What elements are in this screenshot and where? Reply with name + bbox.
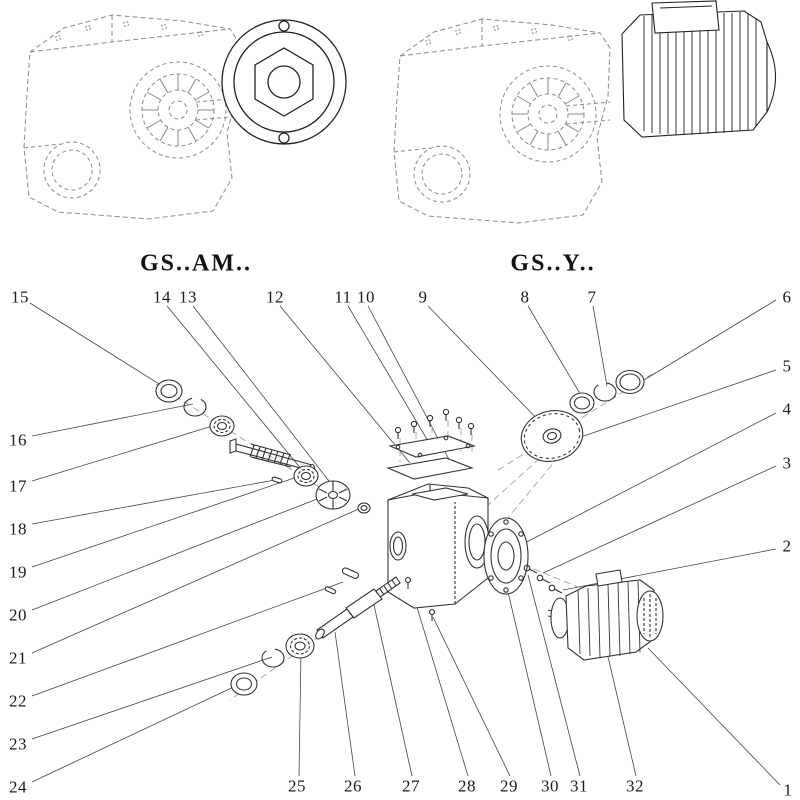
callout-19: 19	[9, 562, 27, 582]
disc-washer-part	[315, 480, 351, 510]
gasket-part	[386, 457, 475, 480]
callout-5: 5	[782, 356, 792, 376]
washer-part-2	[230, 672, 258, 696]
pin-part-2	[324, 586, 337, 595]
callout-17: 17	[9, 476, 27, 496]
callout-15: 15	[11, 287, 29, 307]
callout-23: 23	[9, 734, 27, 754]
worm-shaft-part	[229, 438, 316, 473]
small-bolt-part	[405, 577, 435, 621]
housing-part	[387, 483, 490, 609]
callout-31: 31	[570, 776, 588, 796]
callout-32: 32	[626, 776, 644, 796]
callout-9: 9	[418, 287, 428, 307]
output-shaft-part	[315, 576, 401, 640]
y-gearbox-housing-outline	[393, 18, 611, 224]
callout-26: 26	[344, 776, 362, 796]
callout-2: 2	[782, 536, 792, 556]
callout-10: 10	[357, 287, 375, 307]
am-output-flange	[221, 19, 347, 145]
callout-25: 25	[288, 776, 306, 796]
bearing-part-2	[293, 465, 319, 487]
output-flange-part	[483, 517, 529, 595]
callout-1: 1	[783, 780, 793, 800]
variant-label-y: GS..Y..	[510, 250, 596, 277]
callout-6: 6	[782, 287, 792, 307]
callout-18: 18	[9, 519, 27, 539]
callout-30: 30	[541, 776, 559, 796]
circlip-part-3	[261, 648, 285, 668]
circlip-part-2	[593, 382, 617, 402]
callout-4: 4	[782, 399, 792, 419]
exploded-parts	[155, 369, 664, 696]
leader-lines	[29, 299, 781, 786]
callout-8: 8	[520, 287, 530, 307]
variant-label-am: GS..AM..	[140, 250, 252, 277]
pin-part	[271, 476, 283, 484]
gearbox-housing-outline	[23, 14, 241, 220]
cover-plate-part	[388, 435, 477, 458]
bearing-part	[209, 415, 235, 437]
washer-part	[569, 392, 595, 414]
callout-13: 13	[179, 287, 197, 307]
callout-28: 28	[458, 776, 476, 796]
callout-20: 20	[9, 605, 27, 625]
callout-29: 29	[500, 776, 518, 796]
callout-12: 12	[266, 287, 284, 307]
seal-ring-part	[155, 379, 183, 403]
circlip-part	[183, 397, 207, 417]
seal-ring-part-2	[615, 369, 645, 395]
y-motor-illustration	[621, 0, 776, 138]
callout-14: 14	[153, 287, 171, 307]
bearing-part-3	[285, 633, 315, 659]
callout-21: 21	[9, 648, 27, 668]
callout-16: 16	[9, 430, 27, 450]
callout-24: 24	[9, 777, 27, 797]
callout-11: 11	[334, 287, 352, 307]
callout-22: 22	[9, 691, 27, 711]
callout-3: 3	[782, 453, 792, 473]
motor-screws-part	[523, 564, 563, 594]
small-ring-part	[357, 502, 371, 514]
callout-7: 7	[587, 287, 597, 307]
motor-part	[547, 569, 664, 661]
key-part	[341, 567, 360, 579]
callout-27: 27	[402, 776, 420, 796]
gear-part	[520, 410, 584, 462]
cover-screws-part	[394, 408, 475, 439]
